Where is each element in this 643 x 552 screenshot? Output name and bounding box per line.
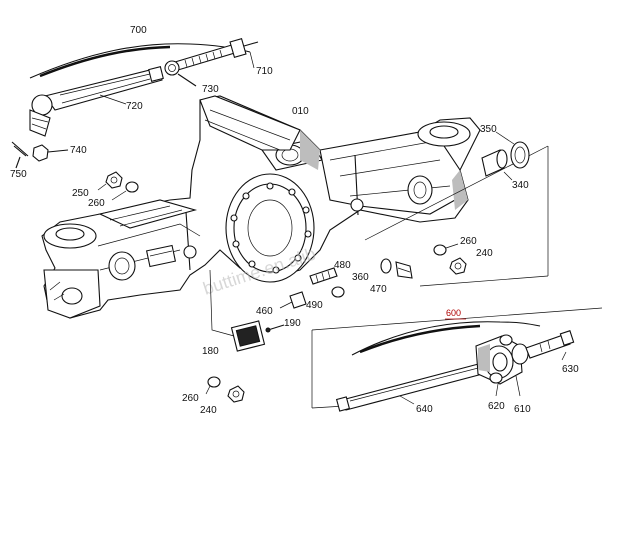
- label-730: 730: [202, 84, 219, 95]
- label-490: 490: [306, 300, 323, 311]
- label-740: 740: [70, 145, 87, 156]
- label-190: 190: [284, 318, 301, 329]
- label-640: 640: [416, 404, 433, 415]
- label-260-lower: 260: [182, 393, 199, 404]
- label-700: 700: [130, 25, 147, 36]
- part-labels: 700 710 720 730 740 750 010 350 340 250 …: [10, 25, 579, 416]
- label-260-upper: 260: [88, 198, 105, 209]
- label-340: 340: [512, 180, 529, 191]
- drive-shaft-group: [311, 307, 603, 412]
- label-610: 610: [514, 404, 531, 415]
- fasteners: [97, 171, 467, 403]
- label-360: 360: [352, 272, 369, 283]
- label-630: 630: [562, 364, 579, 375]
- label-480: 480: [334, 260, 351, 271]
- label-600: 600: [446, 308, 461, 318]
- label-460: 460: [256, 306, 273, 317]
- axle-housing: [41, 95, 549, 319]
- label-240-right: 240: [476, 248, 493, 259]
- label-710: 710: [256, 66, 273, 77]
- label-750: 750: [10, 169, 27, 180]
- label-720: 720: [126, 101, 143, 112]
- label-250: 250: [72, 188, 89, 199]
- label-350: 350: [480, 124, 497, 135]
- bolt-ring: [230, 182, 312, 274]
- label-010: 010: [292, 106, 309, 117]
- label-240-lower: 240: [200, 405, 217, 416]
- label-180: 180: [202, 346, 219, 357]
- label-260-right: 260: [460, 236, 477, 247]
- tie-rod-group: [11, 37, 259, 169]
- bushing-group: [481, 131, 530, 181]
- label-620: 620: [488, 401, 505, 412]
- label-470: 470: [370, 284, 387, 295]
